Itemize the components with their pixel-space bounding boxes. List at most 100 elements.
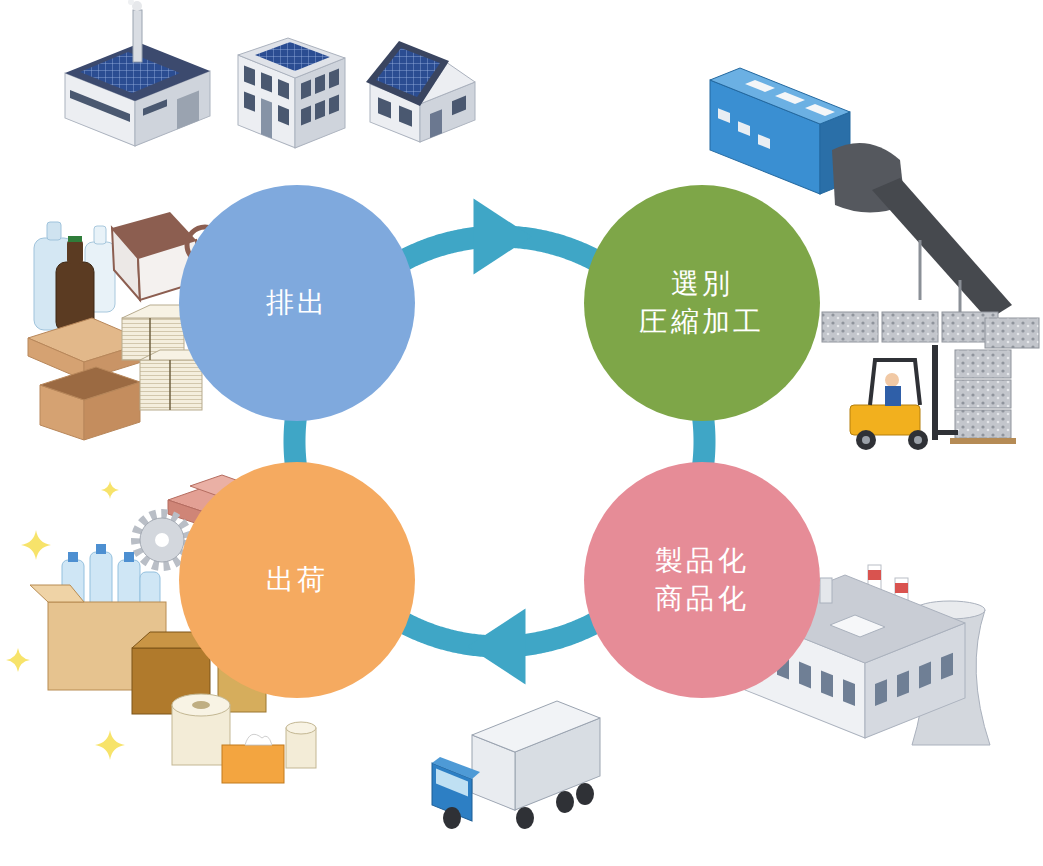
house-building — [366, 41, 475, 142]
office-building-part-part — [315, 100, 325, 120]
bottle-box-part — [30, 585, 84, 602]
office-building-part-part — [278, 105, 289, 125]
compressed-bales-part — [950, 438, 1016, 444]
forklift-part — [885, 386, 901, 406]
circle-shape — [584, 185, 820, 421]
step-label: 製品化 商品化 — [655, 542, 749, 618]
delivery-truck-part — [516, 807, 534, 829]
cycle-connector — [703, 418, 704, 465]
newspaper-bundles-part — [169, 360, 171, 410]
forklift-part — [914, 436, 922, 444]
office-building-part-part — [301, 106, 311, 126]
paper-products-part — [192, 701, 210, 709]
factory-building — [65, 0, 210, 146]
newspaper-bundles-part — [140, 360, 202, 410]
manufacturing-plant-part-part — [919, 662, 931, 689]
newspaper-bundles-part — [149, 318, 151, 360]
office-building-part-part — [244, 91, 255, 111]
delivery-truck-part — [432, 757, 480, 779]
office-building-part-part — [329, 94, 339, 114]
bottle-box-part — [68, 552, 78, 562]
sorting-plant-part — [775, 92, 805, 104]
office-building-part-part — [244, 65, 255, 85]
broken-crate-part — [112, 228, 140, 300]
step-label: 選別 圧縮加工 — [639, 265, 764, 341]
sorting-plant-part-part — [758, 134, 770, 149]
circle-fill — [179, 462, 415, 698]
manufacturing-plant-part-part — [897, 670, 909, 697]
manufacturing-plant-part-part — [875, 679, 887, 706]
house-building-part-part — [399, 106, 412, 127]
compressed-bales-part — [985, 318, 1039, 348]
office-building-part-part — [261, 72, 272, 92]
sorting-plant-part-part — [718, 108, 730, 123]
house-building-part — [376, 48, 440, 97]
process-circle: 製品化 商品化 — [584, 462, 820, 698]
office-building — [238, 38, 345, 148]
arrow-head — [474, 199, 532, 275]
office-building-part — [255, 42, 330, 71]
office-building-part-part — [278, 79, 289, 99]
compressed-bales-part — [822, 312, 878, 342]
cycle-line — [295, 418, 296, 465]
house-building-part — [366, 41, 449, 106]
office-building-part-part — [301, 80, 311, 100]
sparkles-part — [6, 648, 30, 672]
circle-fill — [584, 185, 820, 421]
cycle-connector — [404, 199, 595, 275]
manufacturing-plant-part — [895, 583, 908, 593]
compressed-bales — [822, 312, 1039, 444]
forklift-part — [862, 436, 870, 444]
manufacturing-plant-part — [830, 615, 885, 637]
process-circle: 出荷 — [179, 462, 415, 698]
sorting-plant-part — [805, 104, 835, 116]
house-building-part-part — [378, 97, 391, 118]
delivery-truck — [432, 701, 600, 829]
plastic-bottles-part — [68, 236, 82, 242]
office-building-part-part — [329, 68, 339, 88]
forklift-part — [870, 360, 920, 405]
paper-products-part — [286, 722, 316, 734]
circle-fill — [179, 185, 415, 421]
conveyor-belt-part — [872, 178, 1012, 320]
plastic-bottles — [34, 222, 115, 332]
gears-part — [136, 514, 188, 566]
sorting-plant — [710, 68, 850, 194]
office-building-part-part — [261, 98, 272, 138]
sorting-plant-part — [745, 80, 775, 92]
conveyor-belt — [832, 143, 1012, 320]
cycle-connector — [404, 609, 595, 685]
compressed-bales-part — [955, 380, 1011, 408]
cycle-line — [703, 418, 704, 465]
conveyor-belt-part — [919, 240, 922, 300]
cardboard-boxes-part — [40, 367, 140, 400]
forklift-part — [908, 430, 928, 450]
factory-building-part-part — [177, 90, 199, 129]
forklift-part — [938, 430, 958, 435]
factory-building-part — [80, 52, 180, 93]
house-building-part-part — [452, 96, 466, 116]
sparkles-part — [21, 530, 51, 560]
compressed-bales-part — [882, 312, 938, 342]
arrow-head — [468, 609, 526, 685]
manufacturing-plant-part-part — [821, 670, 833, 697]
office-building-part-part — [315, 74, 325, 94]
plastic-bottles-part — [47, 222, 61, 240]
paper-products-part — [245, 734, 272, 745]
compressed-bales-part — [955, 410, 1011, 438]
manufacturing-plant-part-part — [843, 679, 855, 706]
forklift — [850, 345, 958, 450]
sorting-plant-part — [710, 68, 850, 124]
delivery-truck-part — [576, 783, 594, 805]
manufacturing-plant-part — [820, 578, 832, 603]
paper-products-part — [222, 745, 284, 783]
factory-building-part — [128, 0, 134, 5]
bottle-box-part — [90, 552, 112, 610]
factory-building-part — [133, 10, 142, 62]
forklift-part — [850, 405, 920, 435]
step-label: 排出 — [266, 284, 329, 322]
process-circle: 選別 圧縮加工 — [584, 185, 820, 421]
manufacturing-plant-part — [868, 570, 881, 580]
